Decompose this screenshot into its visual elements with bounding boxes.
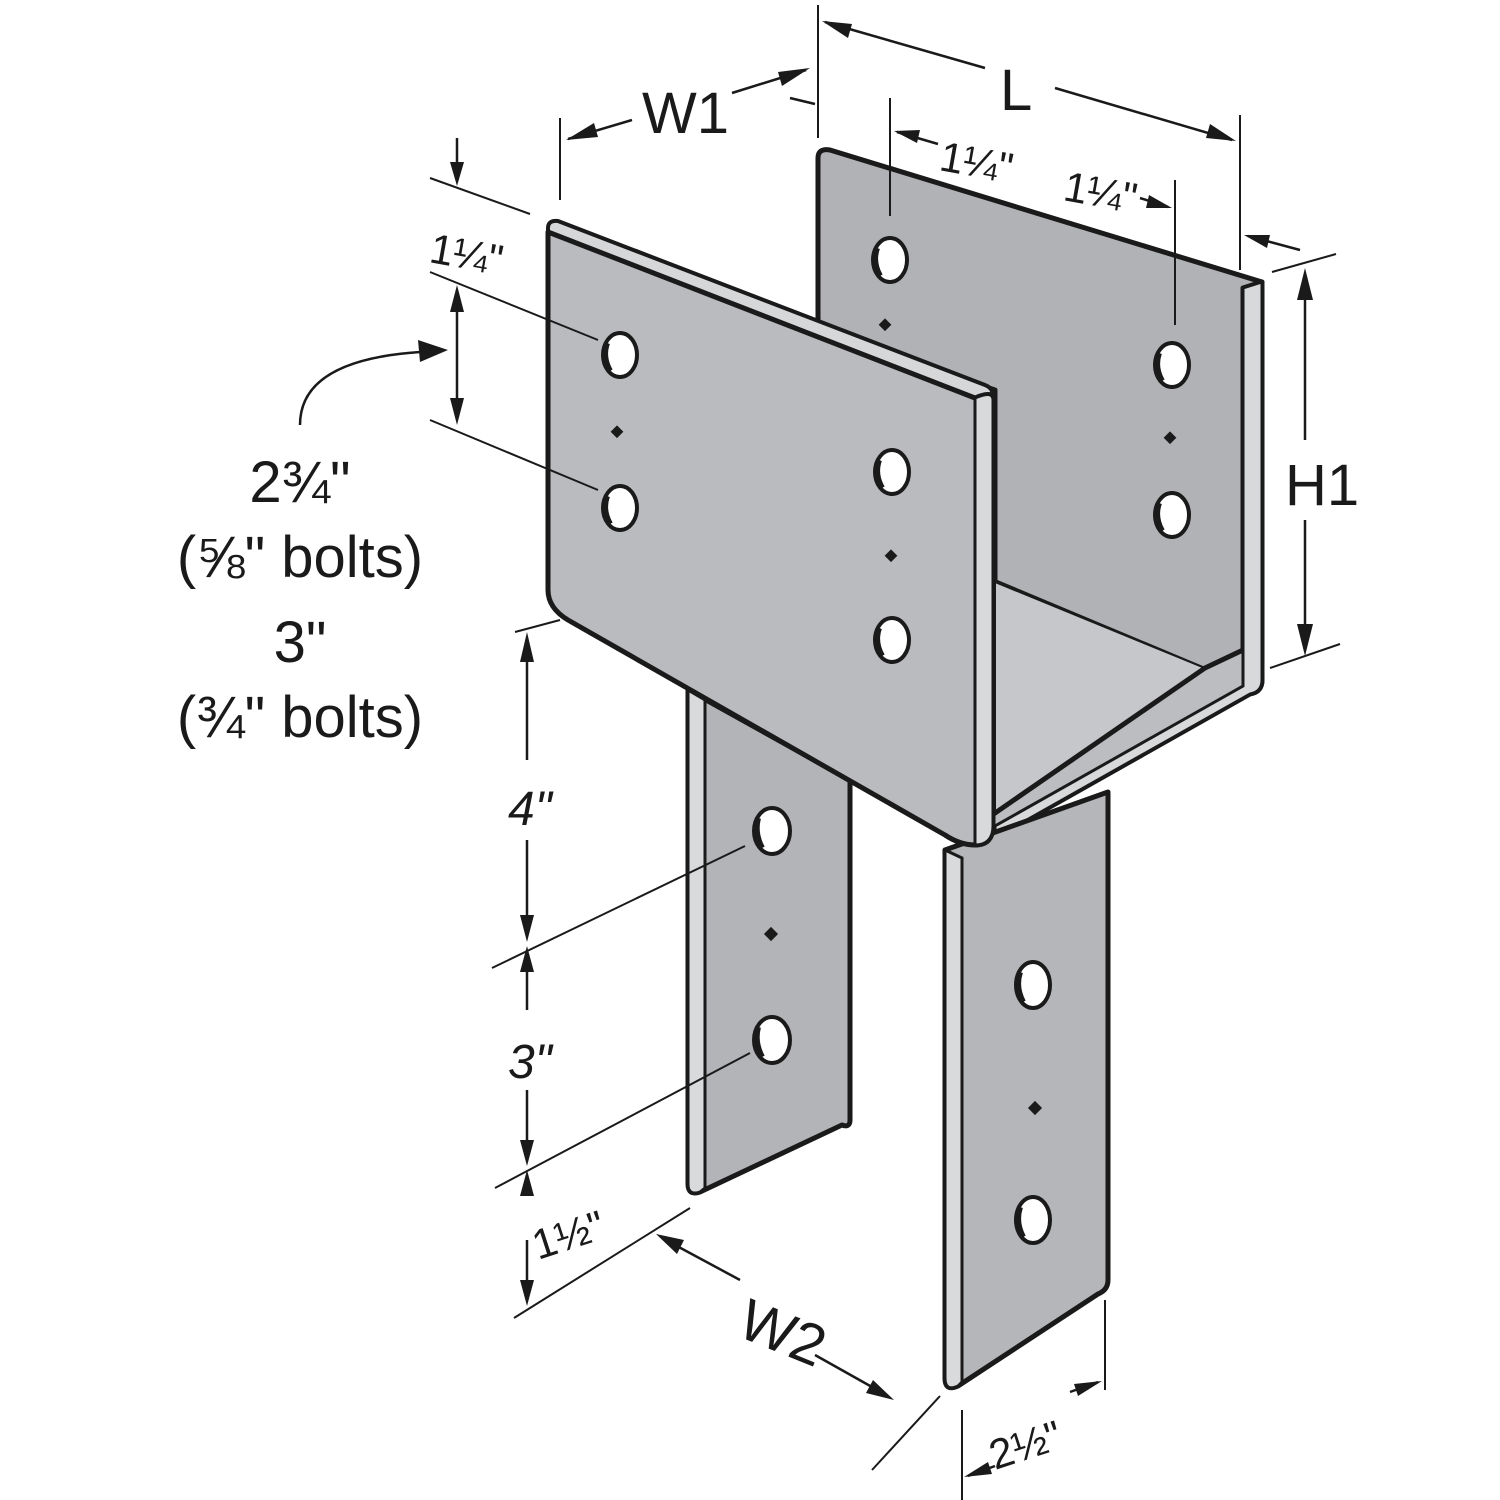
back-offset-arrow-right — [1146, 195, 1172, 208]
left-leg-hole-upper-shadow — [753, 817, 765, 850]
leg-ext-bottom — [513, 1207, 691, 1319]
right-leg-nail-diamond — [1027, 1100, 1043, 1116]
h1-arrow-bottom — [1297, 624, 1313, 656]
right-leg — [942, 789, 1111, 1391]
bolt-note-leader — [298, 350, 421, 426]
left-leg-nail-diamond — [763, 926, 779, 942]
leg-arrow-1b — [520, 915, 534, 942]
label-leg-width: 2½" — [983, 1411, 1067, 1478]
left-leg — [685, 687, 853, 1196]
back-hole-tl-shadow — [872, 246, 883, 278]
label-h1: H1 — [1285, 453, 1359, 518]
label-l: L — [1000, 58, 1032, 123]
left-offset-ext-hole — [429, 271, 599, 341]
right-leg-hole-upper-shadow — [1015, 971, 1026, 1004]
label-top-back-left: 1¼" — [936, 133, 1016, 192]
h1-ext-top — [1271, 253, 1337, 273]
right-leg-edge — [943, 847, 964, 1390]
back-hole-rl-shadow — [1154, 501, 1165, 533]
front-plate — [545, 218, 996, 848]
leg-arrow-3a — [520, 1170, 534, 1196]
front-hole-ll-shadow — [602, 494, 613, 526]
w2-ext-right — [871, 1395, 941, 1471]
bolt-spacing-arrow-bottom — [450, 398, 464, 425]
front-hole-ru-shadow — [874, 458, 885, 490]
w2-arrow-right — [866, 1380, 894, 1400]
leg-ext-hole-lower — [494, 1052, 751, 1189]
leg-width-arrow-right — [1074, 1381, 1102, 1396]
left-leg-edge — [686, 687, 707, 1195]
front-hole-lu-shadow — [602, 341, 613, 373]
floor-line — [994, 581, 1206, 669]
dimension-lines — [298, 5, 1341, 1500]
l-arrow-left — [822, 21, 852, 38]
l-arrow-right — [1206, 124, 1236, 141]
label-bolt-spacing-large: 3" — [274, 610, 327, 675]
left-offset-arrow-top — [450, 162, 464, 186]
dimension-labels: W1 L 1¼" 1¼" H1 1¼" 2¾" (⅝" bolts) 3" (¾… — [177, 58, 1359, 1479]
bolt-note-leader-arrow — [418, 340, 448, 362]
leg-ext-top — [514, 619, 561, 633]
left-offset-ext-top — [429, 177, 531, 215]
label-leg-spacing-top: 4" — [508, 783, 554, 836]
left-leg-hole-lower-shadow — [753, 1026, 765, 1059]
side-thickness-arrow — [1244, 235, 1270, 248]
l-dim-right — [1054, 86, 1233, 142]
front-plate-diamond-right — [884, 549, 898, 563]
label-leg-edge: 1½" — [526, 1201, 610, 1268]
h1-arrow-top — [1297, 268, 1313, 300]
leg-arrow-3b — [520, 1280, 534, 1306]
w1-arrow-left — [566, 123, 598, 140]
bolt-spacing-arrow-top — [450, 285, 464, 312]
w2-arrow-left — [656, 1234, 684, 1254]
label-bolt-note-small: (⅝" bolts) — [177, 525, 423, 590]
leg-width-arrow-left — [964, 1462, 992, 1477]
front-plate-right-edge — [973, 393, 995, 847]
right-leg-plate — [942, 789, 1111, 1391]
right-leg-hole-lower-shadow — [1015, 1206, 1026, 1239]
label-leg-spacing-mid: 3" — [508, 1036, 554, 1089]
label-w1: W1 — [642, 81, 729, 146]
label-w2: W2 — [730, 1287, 835, 1380]
bolt-spacing-ext-bottom — [429, 419, 599, 491]
leg-ext-hole-upper — [491, 845, 746, 969]
front-hole-rl-shadow — [874, 626, 885, 658]
l-dim-left — [824, 20, 986, 70]
leg-arrow-2b — [520, 1140, 534, 1166]
label-bolt-spacing-small: 2¾" — [249, 450, 350, 515]
label-top-back-right: 1¼" — [1060, 163, 1140, 222]
w1-tick — [789, 96, 816, 106]
w1-arrow-right — [778, 68, 810, 86]
back-offset-arrow-left — [894, 130, 920, 143]
back-hole-ru-shadow — [1154, 351, 1165, 383]
leg-arrow-1 — [520, 632, 534, 662]
label-bolt-note-large: (¾" bolts) — [177, 685, 423, 750]
